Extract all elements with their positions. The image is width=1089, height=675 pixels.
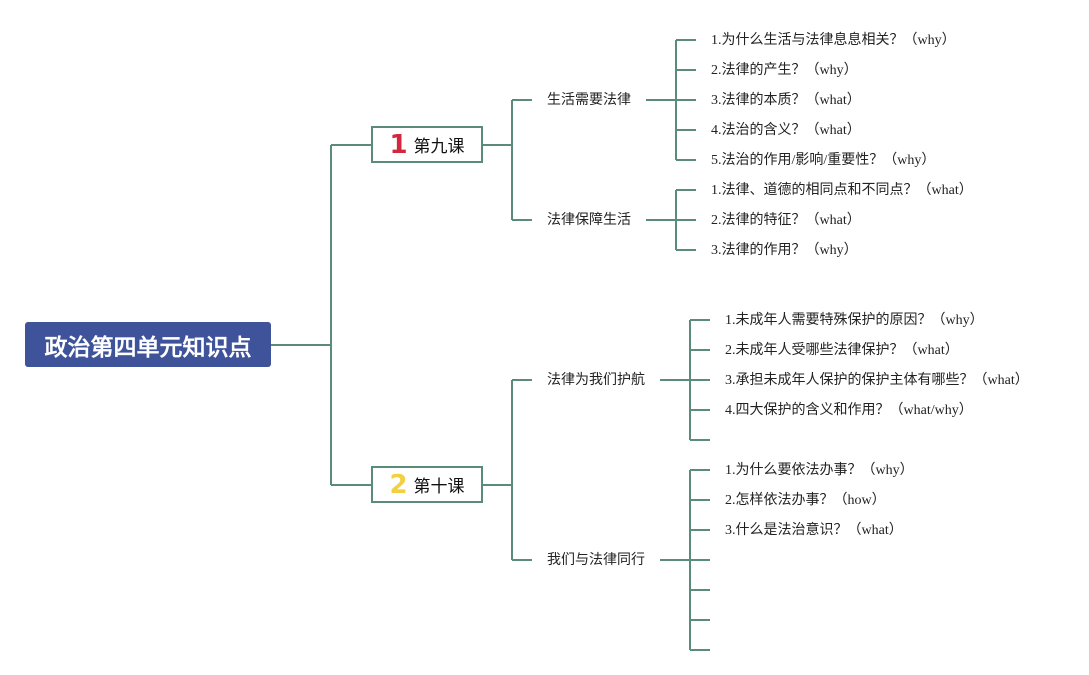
question-item[interactable]: 1.为什么要依法办事？（why） [725, 463, 914, 478]
question-item[interactable]: 2.未成年人受哪些法律保护？（what） [725, 343, 959, 358]
topic-node[interactable]: 法律为我们护航 [547, 372, 645, 388]
question-item[interactable]: 1.未成年人需要特殊保护的原因？（why） [725, 313, 984, 328]
question-item[interactable]: 2.怎样依法办事？（how） [725, 493, 886, 508]
question-item[interactable]: 3.法律的本质？（what） [711, 93, 861, 108]
question-item[interactable]: 4.四大保护的含义和作用？（what/why） [725, 403, 973, 418]
question-item[interactable]: 2.法律的特征？（what） [711, 213, 861, 228]
root-node[interactable]: 政治第四单元知识点 [25, 322, 271, 367]
question-item[interactable]: 3.什么是法治意识？（what） [725, 523, 903, 538]
topic-node[interactable]: 生活需要法律 [547, 92, 631, 108]
question-item[interactable]: 5.法治的作用/影响/重要性？（why） [711, 153, 936, 168]
topic-node[interactable]: 我们与法律同行 [547, 552, 645, 568]
question-item[interactable]: 2.法律的产生？（why） [711, 63, 858, 78]
number-2-icon: 2 [389, 469, 408, 500]
topic-node[interactable]: 法律保障生活 [547, 212, 631, 228]
root-title: 政治第四单元知识点 [44, 334, 252, 361]
question-item[interactable]: 1.为什么生活与法律息息相关？（why） [711, 33, 956, 48]
lesson-label: 第九课 [413, 137, 465, 157]
lesson-node-10[interactable]: 2 第十课 [371, 466, 483, 503]
question-item[interactable]: 3.法律的作用？（why） [711, 243, 858, 258]
question-item[interactable]: 3.承担未成年人保护的保护主体有哪些？（what） [725, 373, 1029, 388]
question-item[interactable]: 1.法律、道德的相同点和不同点？（what） [711, 183, 973, 198]
lesson-node-9[interactable]: 1 第九课 [371, 126, 483, 163]
lesson-label: 第十课 [413, 477, 465, 497]
question-item[interactable]: 4.法治的含义？（what） [711, 123, 861, 138]
number-1-icon: 1 [389, 129, 408, 160]
